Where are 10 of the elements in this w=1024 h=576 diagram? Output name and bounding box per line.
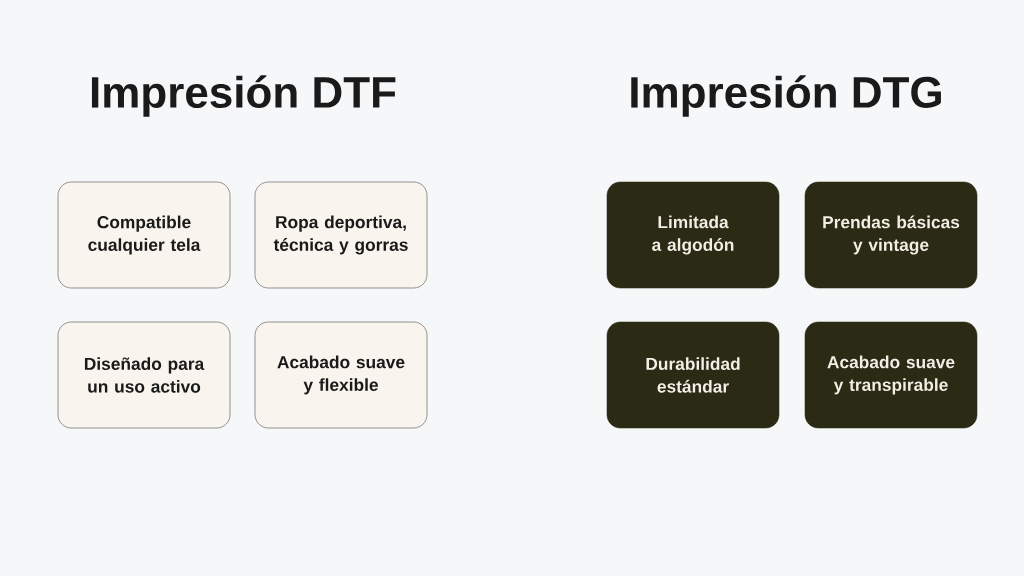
feature-card: Durabilidad estándar bbox=[606, 321, 780, 429]
feature-card: Prendas básicas y vintage bbox=[804, 181, 978, 289]
heading: Impresión DTF bbox=[91, 75, 396, 117]
feature-card: Limitada a algodón bbox=[606, 181, 780, 289]
feature-card: Compatible cualquier tela bbox=[57, 181, 231, 289]
feature-card: Acabado suave y flexible bbox=[254, 321, 428, 429]
feature-card: Acabado suave y transpirable bbox=[804, 321, 978, 429]
feature-card: Diseñado para un uso activo bbox=[57, 321, 231, 429]
heading: Impresión DTG bbox=[631, 75, 941, 117]
feature-card: Ropa deportiva, técnica y gorras bbox=[254, 181, 428, 289]
